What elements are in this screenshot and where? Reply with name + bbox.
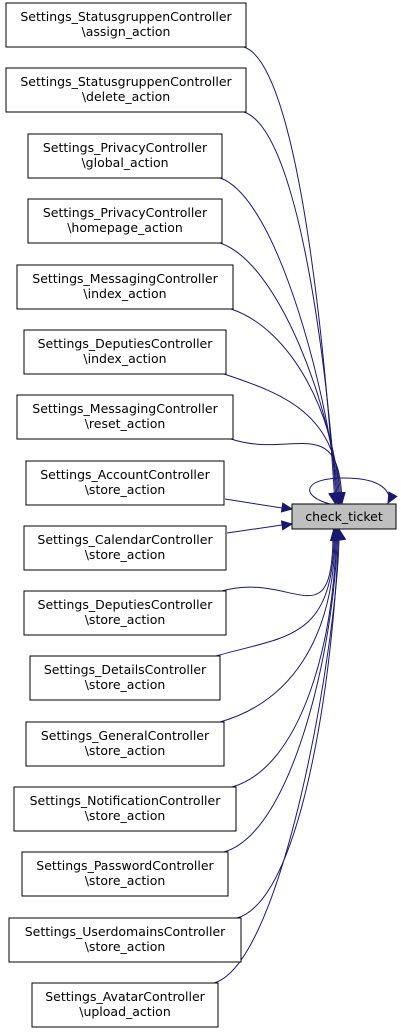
target-node-box bbox=[291, 503, 397, 530]
caller-node-box bbox=[31, 982, 219, 1028]
caller-class-label: Settings_DetailsController bbox=[44, 662, 207, 677]
call-edge bbox=[243, 111, 337, 495]
caller-class-label: Settings_DeputiesController bbox=[38, 336, 214, 351]
call-edge bbox=[221, 538, 334, 597]
edge-arrowhead bbox=[335, 491, 346, 505]
call-edge bbox=[224, 498, 283, 509]
caller-class-label: Settings_AccountController bbox=[40, 467, 210, 482]
caller-node[interactable]: Settings_PrivacyController\global_action bbox=[27, 133, 223, 179]
target-node[interactable]: check_ticket bbox=[291, 503, 397, 530]
caller-node[interactable]: Settings_PasswordController\store_action bbox=[21, 851, 229, 897]
caller-method-label: \reset_action bbox=[85, 416, 166, 431]
caller-node-box bbox=[25, 460, 225, 506]
caller-class-label: Settings_AvatarController bbox=[45, 989, 205, 1004]
caller-node-box bbox=[27, 133, 223, 179]
caller-class-label: Settings_StatusgruppenController bbox=[20, 74, 232, 89]
call-edge bbox=[215, 538, 335, 657]
caller-node-box bbox=[13, 786, 237, 832]
call-edge bbox=[219, 538, 336, 723]
caller-node[interactable]: Settings_DetailsController\store_action bbox=[29, 655, 221, 701]
caller-class-label: Settings_GeneralController bbox=[41, 728, 210, 743]
call-edge bbox=[231, 538, 337, 788]
caller-node-box bbox=[5, 67, 247, 113]
call-edge bbox=[243, 46, 335, 495]
caller-node-box bbox=[25, 721, 225, 767]
caller-method-label: \store_action bbox=[85, 939, 166, 954]
caller-node[interactable]: Settings_MessagingController\reset_actio… bbox=[16, 394, 234, 440]
caller-method-label: \index_action bbox=[83, 351, 166, 366]
call-edge bbox=[223, 538, 338, 853]
caller-method-label: \store_action bbox=[85, 612, 166, 627]
caller-method-label: \homepage_action bbox=[67, 220, 183, 235]
caller-method-label: \global_action bbox=[81, 155, 168, 170]
caller-method-label: \store_action bbox=[85, 482, 166, 497]
caller-node[interactable]: Settings_MessagingController\index_actio… bbox=[16, 264, 234, 310]
caller-class-label: Settings_CalendarController bbox=[37, 532, 213, 547]
caller-node[interactable]: Settings_AvatarController\upload_action bbox=[31, 982, 219, 1028]
call-edge bbox=[236, 538, 339, 919]
caller-node[interactable]: Settings_DeputiesController\index_action bbox=[23, 329, 227, 375]
caller-node[interactable]: Settings_AccountController\store_action bbox=[25, 460, 225, 506]
caller-method-label: \delete_action bbox=[82, 89, 170, 104]
caller-method-label: \store_action bbox=[85, 808, 166, 823]
caller-node-box bbox=[27, 198, 223, 244]
edge-arrowhead bbox=[335, 528, 347, 542]
caller-node-box bbox=[23, 590, 227, 636]
caller-node[interactable]: Settings_CalendarController\store_action bbox=[23, 525, 227, 571]
caller-node[interactable]: Settings_StatusgruppenController\delete_… bbox=[5, 67, 247, 113]
caller-method-label: \store_action bbox=[85, 873, 166, 888]
caller-node[interactable]: Settings_UserdomainsController\store_act… bbox=[8, 917, 242, 963]
caller-node[interactable]: Settings_GeneralController\store_action bbox=[25, 721, 225, 767]
call-edges bbox=[213, 46, 398, 984]
edge-arrowhead bbox=[280, 520, 294, 531]
caller-class-label: Settings_PrivacyController bbox=[43, 140, 208, 155]
self-loop-edge bbox=[309, 477, 391, 505]
edge-arrowhead bbox=[280, 502, 294, 513]
call-edge bbox=[219, 242, 339, 495]
caller-node-box bbox=[8, 917, 242, 963]
caller-node[interactable]: Settings_PrivacyController\homepage_acti… bbox=[27, 198, 223, 244]
call-edge bbox=[230, 438, 343, 495]
caller-method-label: \index_action bbox=[83, 286, 166, 301]
caller-class-label: Settings_NotificationController bbox=[30, 793, 222, 808]
caller-method-label: \store_action bbox=[85, 547, 166, 562]
caller-node-box bbox=[23, 525, 227, 571]
caller-node[interactable]: Settings_StatusgruppenController\assign_… bbox=[5, 2, 247, 48]
call-edge bbox=[230, 308, 340, 495]
caller-nodes: Settings_StatusgruppenController\assign_… bbox=[5, 2, 247, 1028]
caller-node[interactable]: Settings_NotificationController\store_ac… bbox=[13, 786, 237, 832]
call-edge bbox=[223, 373, 341, 495]
caller-method-label: \assign_action bbox=[82, 24, 171, 39]
caller-node[interactable]: Settings_DeputiesController\store_action bbox=[23, 590, 227, 636]
caller-method-label: \store_action bbox=[85, 743, 166, 758]
caller-class-label: Settings_StatusgruppenController bbox=[20, 9, 232, 24]
caller-node-box bbox=[29, 655, 221, 701]
caller-class-label: Settings_MessagingController bbox=[32, 401, 218, 416]
caller-class-label: Settings_DeputiesController bbox=[38, 597, 214, 612]
target-node-label: check_ticket bbox=[305, 509, 383, 524]
caller-node-box bbox=[23, 329, 227, 375]
caller-class-label: Settings_UserdomainsController bbox=[25, 924, 226, 939]
caller-node-box bbox=[16, 394, 234, 440]
caller-class-label: Settings_PasswordController bbox=[36, 858, 214, 873]
self-loop-arrowhead bbox=[387, 491, 398, 505]
caller-class-label: Settings_PrivacyController bbox=[43, 205, 208, 220]
caller-node-box bbox=[21, 851, 229, 897]
caller-class-label: Settings_MessagingController bbox=[32, 271, 218, 286]
caller-node-box bbox=[5, 2, 247, 48]
caller-method-label: \upload_action bbox=[79, 1004, 171, 1019]
caller-node-box bbox=[16, 264, 234, 310]
caller-method-label: \store_action bbox=[85, 677, 166, 692]
call-edge bbox=[226, 524, 283, 534]
